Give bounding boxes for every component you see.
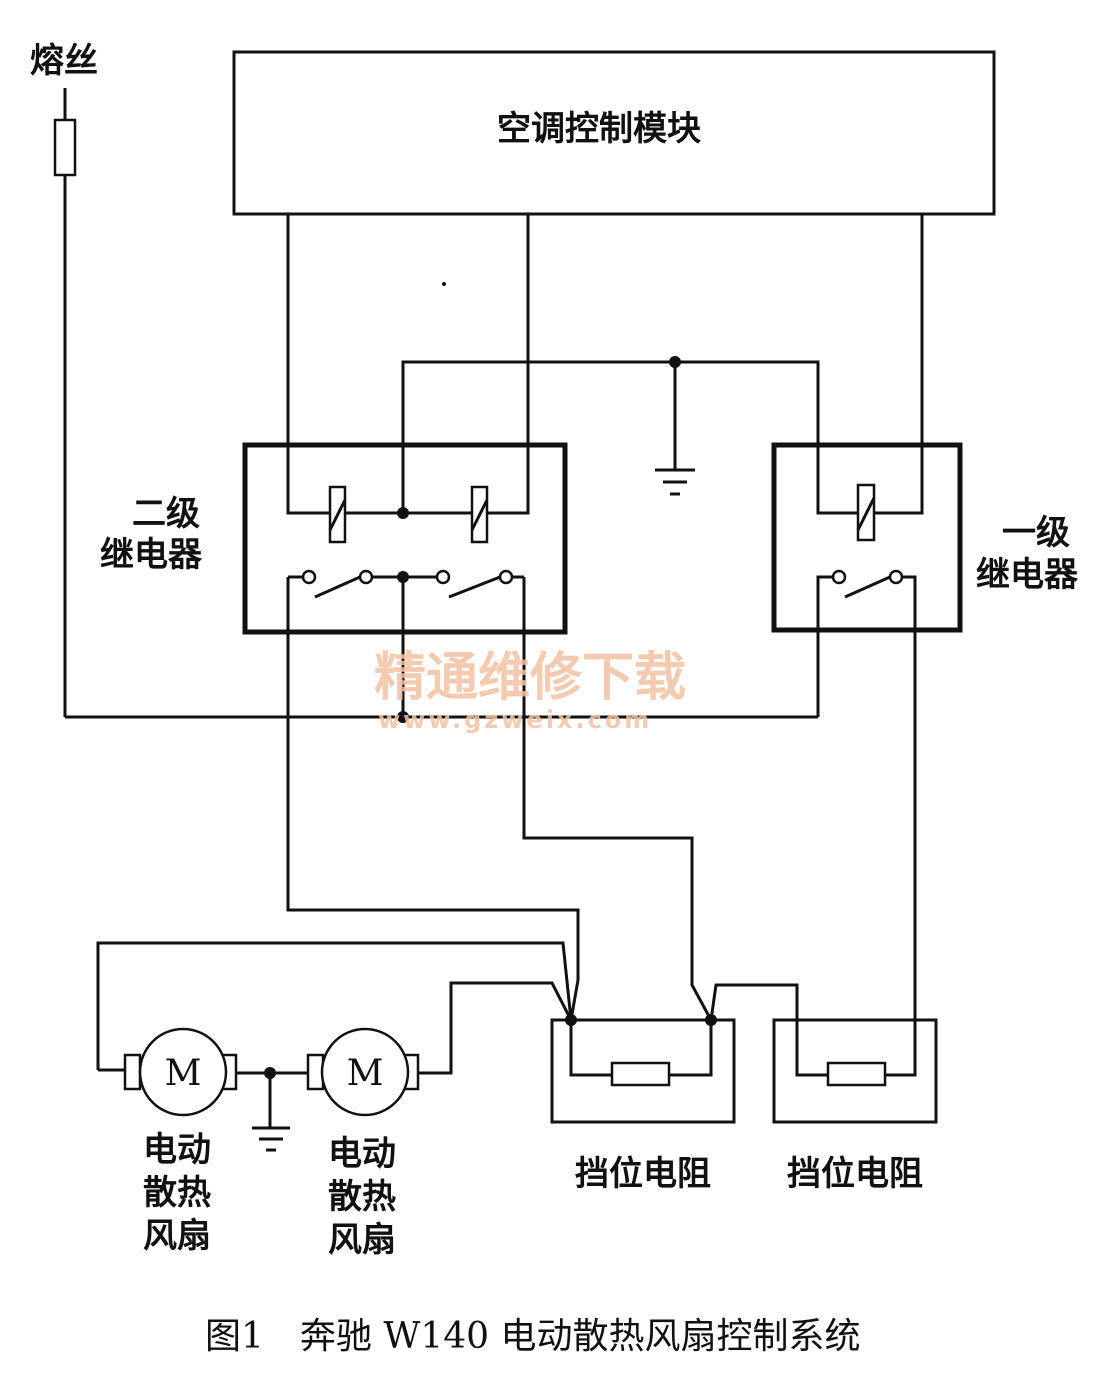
fan-2-label-line3: 风扇	[328, 1220, 396, 1260]
stray-mark	[442, 282, 446, 286]
relay-2-coil-b	[470, 485, 489, 544]
fan-1-label-line2: 散热	[143, 1173, 211, 1213]
relay-2-label-line2: 继电器	[100, 535, 203, 575]
ground-symbol	[655, 468, 695, 496]
motor-1-symbol: M	[165, 1053, 202, 1094]
resistor-2-label: 挡位电阻	[787, 1154, 923, 1194]
relay-2	[242, 442, 568, 635]
fan-1-label-line1: 电动	[143, 1130, 211, 1170]
stage-resistor-1	[550, 983, 828, 1124]
fan-2-label-line1: 电动	[328, 1134, 396, 1174]
motor-ground-symbol	[252, 1126, 290, 1152]
relay-2-label-line1: 二级	[132, 494, 200, 534]
figure-caption: 图1 奔驰 W140 电动散热风扇控制系统	[205, 1316, 861, 1357]
motor-2-symbol: M	[347, 1053, 384, 1094]
watermark-title: 精通维修下载	[374, 648, 686, 708]
fuse-symbol	[53, 88, 818, 719]
ac-module-label: 空调控制模块	[497, 109, 701, 149]
resistor-1-label: 挡位电阻	[575, 1154, 711, 1194]
ac-control-module: 空调控制模块	[232, 50, 996, 216]
fan-2-label-line2: 散热	[328, 1177, 396, 1217]
watermark-url: www.gzweix.com	[378, 706, 652, 734]
fan-motor-2: M	[306, 1027, 430, 1117]
relay-1-coil	[856, 483, 876, 542]
fan-motors: M M	[96, 941, 577, 1152]
fan-motor-1: M	[98, 1027, 238, 1117]
relay-2-coil-a	[328, 485, 347, 544]
relay-1-label-line1: 一级	[1002, 513, 1070, 553]
ground-bus	[401, 356, 855, 515]
stage-resistor-2	[772, 1018, 938, 1124]
fuse-label: 熔丝	[30, 41, 98, 81]
relay-1-label-line2: 继电器	[976, 555, 1079, 595]
fan-1-label-line3: 风扇	[143, 1216, 211, 1256]
relay-2-output-wires	[286, 577, 713, 1021]
relay-1	[771, 442, 963, 1070]
relay-2-contacts	[288, 569, 524, 599]
relay-1-contacts	[816, 569, 917, 1070]
module-control-wires	[286, 214, 924, 515]
